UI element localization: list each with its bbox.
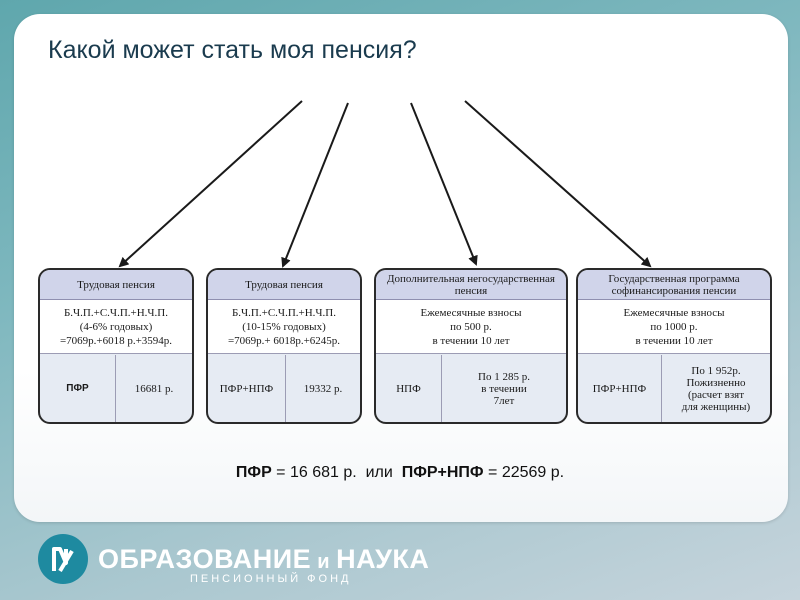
card-body: Ежемесячные взносы по 1000 р. в течении …	[578, 300, 770, 354]
card-contribution: Ежемесячные взносы	[623, 307, 725, 319]
card-payout-line: в течении	[481, 382, 527, 395]
logo-word-1: ОБРАЗОВАНИЕ	[98, 544, 312, 574]
card-foot: НПФ По 1 285 р. в течении 7лет	[376, 355, 566, 422]
card-header: Трудовая пенсия	[208, 270, 360, 300]
card-foot: ПФР+НПФ По 1 952р. Пожизненно (расчет вз…	[578, 355, 770, 422]
card-fund-label: ПФР+НПФ	[578, 355, 662, 422]
card-calculation: =7069р.+6018 р.+3594р.	[59, 335, 173, 347]
card-fund-label: ПФР+НПФ	[208, 355, 286, 422]
logo-subtitle: ПЕНСИОННЫЙ ФОНД	[190, 573, 352, 585]
logo-wordmark: ОБРАЗОВАНИЕ и НАУКА	[98, 544, 429, 575]
card-header: Трудовая пенсия	[40, 270, 192, 300]
card-payout: По 1 952р. Пожизненно (расчет взят для ж…	[662, 355, 770, 422]
summary-pfr-value: = 16 681 р. или	[271, 464, 402, 481]
card-payout-line: 7лет	[493, 394, 515, 407]
card-formula: Б.Ч.П.+С.Ч.П.+Н.Ч.П.	[63, 307, 169, 319]
card-contribution-amount: по 500 р.	[450, 321, 492, 333]
card-rate: (10-15% годовых)	[242, 321, 326, 333]
card-body: Ежемесячные взносы по 500 р. в течении 1…	[376, 300, 566, 354]
logo-icon	[38, 534, 88, 584]
card-body: Б.Ч.П.+С.Ч.П.+Н.Ч.П. (10-15% годовых) =7…	[208, 300, 360, 354]
card-contribution-term: в течении 10 лет	[432, 335, 510, 347]
card-rate: (4-6% годовых)	[79, 321, 153, 333]
summary-line: ПФР = 16 681 р. или ПФР+НПФ = 22569 р.	[0, 464, 800, 482]
logo-word-2: НАУКА	[336, 544, 430, 574]
card-payout: По 1 285 р. в течении 7лет	[442, 355, 566, 422]
card-header: Дополнительная негосударственная пенсия	[376, 270, 566, 300]
card-contribution-amount: по 1000 р.	[650, 321, 698, 333]
summary-pfr-npf-value: = 22569 р.	[483, 464, 565, 481]
card-contribution-term: в течении 10 лет	[635, 335, 713, 347]
card-foot: ПФР+НПФ 19332 р.	[208, 355, 360, 422]
card-payout-line: (расчет взят	[687, 388, 745, 401]
card-foot: ПФР 16681 р.	[40, 355, 192, 422]
card-additional-pension: Дополнительная негосударственная пенсия …	[374, 268, 568, 424]
card-calculation: =7069р.+ 6018р.+6245р.	[227, 335, 341, 347]
card-cofinancing-program: Государственная программа софинансирован…	[576, 268, 772, 424]
card-amount: 16681 р.	[134, 382, 174, 395]
card-payout-line: По 1 285 р.	[478, 370, 530, 383]
card-payout-line: для женщины)	[681, 400, 751, 413]
card-body: Б.Ч.П.+С.Ч.П.+Н.Ч.П. (4-6% годовых) =706…	[40, 300, 192, 354]
card-payout-line: Пожизненно	[686, 376, 746, 389]
card-fund-label: НПФ	[376, 355, 442, 422]
card-labor-pension-pfr-npf: Трудовая пенсия Б.Ч.П.+С.Ч.П.+Н.Ч.П. (10…	[206, 268, 362, 424]
page-title: Какой может стать моя пенсия?	[48, 36, 417, 64]
summary-pfr-label: ПФР	[235, 464, 272, 481]
logo-conjunction: и	[311, 551, 337, 573]
card-payout-line: По 1 952р.	[691, 364, 741, 377]
card-fund-label: ПФР	[40, 355, 116, 422]
card-amount: 19332 р.	[303, 382, 343, 395]
card-labor-pension-pfr: Трудовая пенсия Б.Ч.П.+С.Ч.П.+Н.Ч.П. (4-…	[38, 268, 194, 424]
card-header: Государственная программа софинансирован…	[578, 270, 770, 300]
card-formula: Б.Ч.П.+С.Ч.П.+Н.Ч.П.	[231, 307, 337, 319]
card-contribution: Ежемесячные взносы	[420, 307, 522, 319]
summary-pfr-npf-label: ПФР+НПФ	[401, 464, 484, 481]
